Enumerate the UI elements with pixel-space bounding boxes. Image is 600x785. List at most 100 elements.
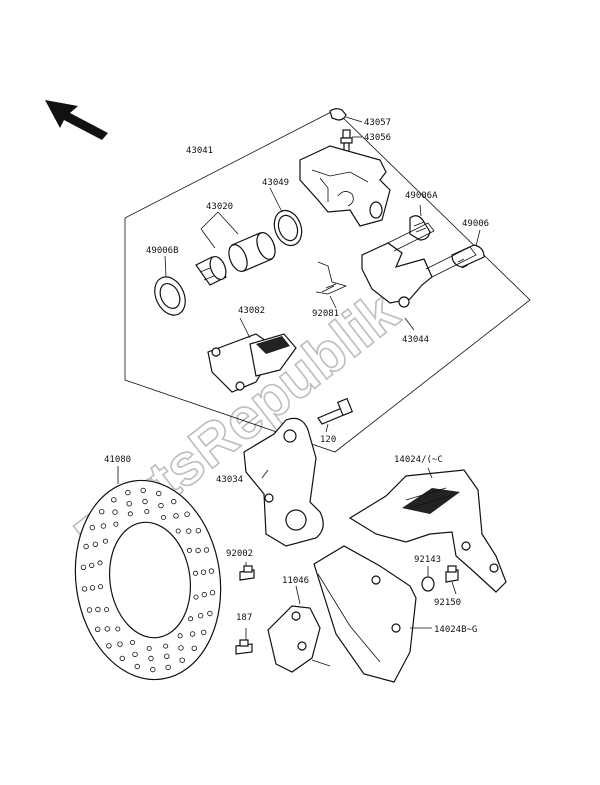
bleed-cap-part bbox=[329, 108, 363, 123]
disc-hole bbox=[164, 653, 170, 659]
disc-hole bbox=[112, 509, 118, 515]
piston-seal-part bbox=[269, 187, 303, 247]
disc-hole bbox=[95, 606, 101, 613]
disc-hole bbox=[117, 641, 123, 647]
label-120: 120 bbox=[320, 435, 336, 445]
disc-hole bbox=[173, 513, 179, 519]
disc-hole bbox=[119, 655, 125, 662]
bolt-187-part bbox=[235, 628, 253, 655]
caliper-bracket-part bbox=[361, 222, 477, 331]
disc-hole bbox=[104, 626, 110, 632]
label-43057: 43057 bbox=[364, 118, 391, 128]
disc-hole bbox=[81, 586, 88, 592]
chain-guard-part bbox=[348, 467, 507, 593]
label-43044: 43044 bbox=[402, 335, 429, 345]
disc-hole bbox=[111, 497, 117, 503]
disc-hole bbox=[80, 564, 87, 570]
disc-hole bbox=[134, 663, 140, 670]
label-43041: 43041 bbox=[186, 146, 213, 156]
disc-hole bbox=[129, 640, 135, 646]
label-92002: 92002 bbox=[226, 549, 253, 559]
disc-hole bbox=[127, 511, 133, 517]
disc-hole bbox=[144, 508, 150, 514]
disc-hole bbox=[148, 655, 154, 662]
brake-disc-part bbox=[74, 466, 222, 681]
disc-hole bbox=[209, 590, 216, 596]
disc-hole bbox=[126, 501, 132, 507]
disc-hole bbox=[189, 631, 196, 637]
caliper-body-part bbox=[299, 145, 391, 227]
disc-hole bbox=[185, 528, 192, 534]
disc-hole bbox=[179, 657, 185, 663]
label-14024b: 14024B~G bbox=[434, 625, 477, 635]
disc-hole bbox=[193, 594, 199, 600]
disc-hole bbox=[98, 584, 104, 590]
label-92150: 92150 bbox=[434, 598, 461, 608]
bolt-92150-part bbox=[445, 565, 459, 595]
disc-hole bbox=[113, 521, 119, 527]
caliper-assembly-box bbox=[124, 109, 531, 453]
bleed-valve-part bbox=[340, 129, 362, 153]
disc-hole bbox=[158, 502, 164, 509]
bolt-92002-part bbox=[239, 562, 255, 581]
label-49006: 49006 bbox=[462, 219, 489, 229]
disc-hole bbox=[142, 498, 148, 505]
washer-part bbox=[421, 566, 435, 592]
disc-hole bbox=[150, 666, 156, 673]
piston-boot-part bbox=[195, 211, 239, 286]
disc-hole bbox=[188, 616, 194, 622]
disc-hole bbox=[106, 643, 112, 649]
label-43056: 43056 bbox=[364, 133, 391, 143]
label-43020: 43020 bbox=[206, 202, 233, 212]
direction-arrow-icon bbox=[45, 100, 108, 140]
bolt-120-part bbox=[317, 397, 354, 433]
caliper-holder-part bbox=[243, 417, 324, 547]
disc-hole bbox=[195, 528, 201, 534]
label-43049: 43049 bbox=[262, 178, 289, 188]
disc-hole bbox=[186, 547, 192, 553]
disc-hole bbox=[92, 541, 99, 547]
disc-hole bbox=[165, 664, 171, 671]
disc-hole bbox=[201, 591, 207, 598]
disc-hole bbox=[178, 645, 184, 651]
disc-hole bbox=[100, 523, 107, 529]
disc-hole bbox=[88, 562, 95, 569]
disc-holes bbox=[80, 487, 216, 673]
disc-hole bbox=[140, 487, 146, 494]
disc-hole bbox=[163, 643, 169, 649]
disc-hole bbox=[89, 524, 95, 531]
disc-hole bbox=[191, 645, 197, 651]
dust-boot-a-part bbox=[409, 204, 431, 241]
label-187: 187 bbox=[236, 613, 252, 623]
brake-pads-part bbox=[207, 317, 297, 393]
disc-hole bbox=[132, 651, 138, 658]
label-92081: 92081 bbox=[312, 309, 339, 319]
disc-hole bbox=[86, 607, 93, 613]
label-41080: 41080 bbox=[104, 455, 131, 465]
disc-hole bbox=[104, 607, 110, 613]
disc-hole bbox=[98, 509, 105, 515]
label-14024: 14024/(~C bbox=[394, 455, 443, 465]
disc-hole bbox=[175, 528, 181, 534]
disc-hole bbox=[125, 489, 131, 496]
disc-hole bbox=[94, 626, 101, 632]
disc-hole bbox=[207, 610, 213, 617]
disc-hole bbox=[102, 538, 108, 544]
disc-hole bbox=[89, 585, 96, 591]
disc-hole bbox=[195, 547, 201, 554]
label-43082: 43082 bbox=[238, 306, 265, 316]
disc-hole bbox=[83, 543, 89, 550]
label-92143: 92143 bbox=[414, 555, 441, 565]
label-43034: 43034 bbox=[216, 475, 243, 485]
cover-part bbox=[313, 545, 432, 683]
label-49006a: 49006A bbox=[405, 191, 438, 201]
disc-hole bbox=[203, 547, 210, 553]
label-49006b: 49006B bbox=[146, 246, 179, 256]
disc-hole bbox=[170, 498, 177, 505]
disc-hole bbox=[156, 490, 162, 497]
disc-hole bbox=[177, 633, 183, 639]
disc-hole bbox=[146, 646, 152, 652]
dust-boot-part bbox=[451, 229, 485, 269]
disc-hole bbox=[184, 511, 190, 517]
